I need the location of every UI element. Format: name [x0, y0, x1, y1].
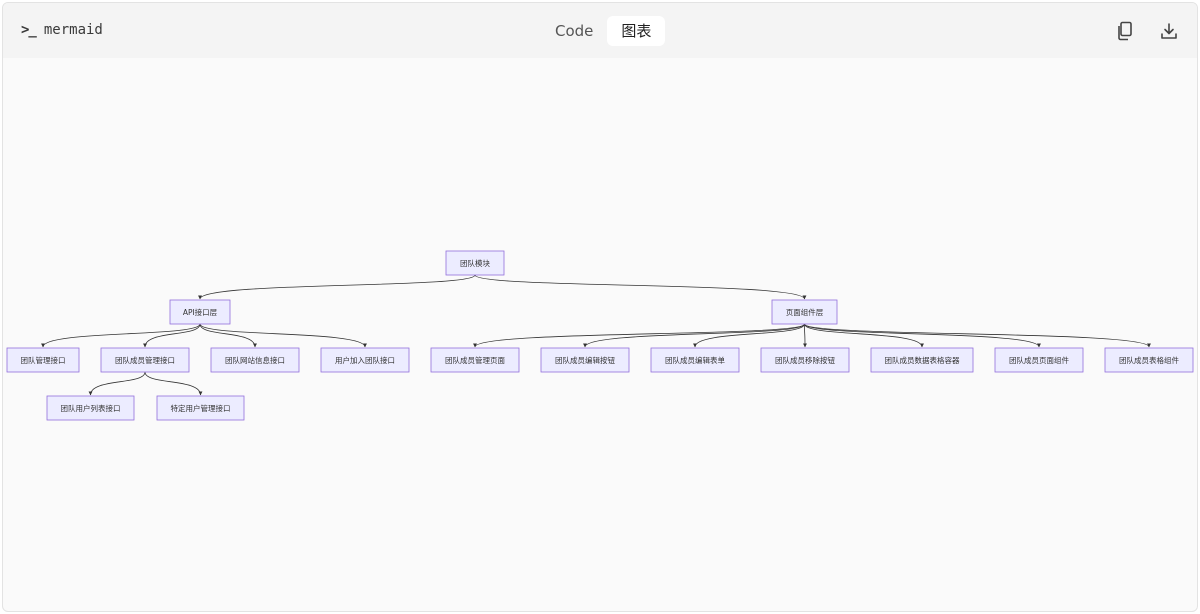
node-box	[430, 347, 520, 373]
edge-team-ui	[474, 274, 807, 300]
node-label: 团队成员编辑表单	[665, 355, 725, 365]
node-api2a[interactable]: 团队用户列表接口	[46, 395, 135, 421]
node-label: 特定用户管理接口	[171, 403, 231, 413]
edge-ui-ui2	[583, 323, 805, 348]
node-box	[46, 395, 135, 421]
node-api3[interactable]: 团队网站信息接口	[210, 347, 300, 373]
node-box	[156, 395, 245, 421]
node-ui4[interactable]: 团队成员移除按钮	[760, 347, 850, 373]
node-box	[100, 347, 190, 373]
edge-api-api2	[143, 323, 201, 348]
node-api[interactable]: API接口层	[169, 299, 231, 325]
node-box	[445, 250, 505, 276]
node-label: 团队成员数据表格容器	[885, 355, 960, 365]
node-api2b[interactable]: 特定用户管理接口	[156, 395, 245, 421]
node-box	[540, 347, 630, 373]
node-label: 团队网站信息接口	[225, 355, 285, 365]
edge-api2-api2b	[144, 371, 203, 396]
node-api2[interactable]: 团队成员管理接口	[100, 347, 190, 373]
node-box	[6, 347, 80, 373]
edge-api2-api2a	[88, 371, 146, 396]
download-icon	[1161, 23, 1177, 39]
terminal-prompt-icon: >_	[21, 22, 37, 38]
node-api1[interactable]: 团队管理接口	[6, 347, 80, 373]
tab-diagram[interactable]: 图表	[607, 16, 666, 46]
view-tabs: Code 图表	[541, 16, 666, 46]
edge-ui-ui3	[693, 323, 805, 348]
edge-ui-ui7	[804, 323, 1151, 348]
edge-ui-ui6	[804, 323, 1041, 348]
diagram-canvas[interactable]: 团队模块 API接口层 页面组件层团队管理接口 团队成员管理接口 团队网站信息接口 用户加…	[3, 58, 1197, 611]
node-label: 团队管理接口	[21, 355, 66, 365]
node-label: 团队成员移除按钮	[775, 355, 835, 365]
node-box	[1104, 347, 1194, 373]
toolbar: >_ mermaid Code 图表	[3, 3, 1197, 58]
node-ui1[interactable]: 团队成员管理页面	[430, 347, 520, 373]
node-ui3[interactable]: 团队成员编辑表单	[650, 347, 740, 373]
node-box	[210, 347, 300, 373]
copy-icon	[1118, 21, 1132, 41]
node-ui7[interactable]: 团队成员表格组件	[1104, 347, 1194, 373]
node-box	[870, 347, 974, 373]
node-ui6[interactable]: 团队成员页面组件	[994, 347, 1084, 373]
edge-api-api1	[41, 323, 201, 348]
node-box	[169, 299, 231, 325]
copy-button[interactable]	[1114, 20, 1136, 42]
tab-code[interactable]: Code	[555, 22, 594, 40]
edge-ui-ui4	[802, 323, 807, 348]
node-box	[771, 299, 838, 325]
node-label: 团队成员页面组件	[1009, 355, 1069, 365]
node-ui[interactable]: 页面组件层	[771, 299, 838, 325]
node-ui5[interactable]: 团队成员数据表格容器	[870, 347, 974, 373]
brand: >_ mermaid	[21, 22, 103, 38]
node-box	[760, 347, 850, 373]
node-api4[interactable]: 用户加入团队接口	[320, 347, 410, 373]
edge-ui-ui1	[473, 323, 805, 348]
node-label: 页面组件层	[786, 307, 824, 317]
node-label: API接口层	[183, 307, 218, 317]
node-label: 用户加入团队接口	[335, 355, 395, 365]
node-label: 团队模块	[460, 258, 490, 268]
node-box	[320, 347, 410, 373]
node-box	[994, 347, 1084, 373]
node-ui2[interactable]: 团队成员编辑按钮	[540, 347, 630, 373]
node-label: 团队成员管理页面	[445, 355, 505, 365]
edge-api-api3	[199, 323, 257, 348]
edge-team-api	[198, 274, 476, 300]
download-button[interactable]	[1158, 20, 1180, 42]
node-label: 团队成员管理接口	[115, 355, 175, 365]
node-box	[650, 347, 740, 373]
edge-api-api4	[199, 323, 367, 348]
edge-ui-ui5	[804, 323, 924, 348]
node-label: 团队成员编辑按钮	[555, 355, 615, 365]
node-label: 团队用户列表接口	[61, 403, 121, 413]
brand-label: mermaid	[43, 22, 103, 38]
node-label: 团队成员表格组件	[1119, 355, 1179, 365]
node-team[interactable]: 团队模块	[445, 250, 505, 276]
